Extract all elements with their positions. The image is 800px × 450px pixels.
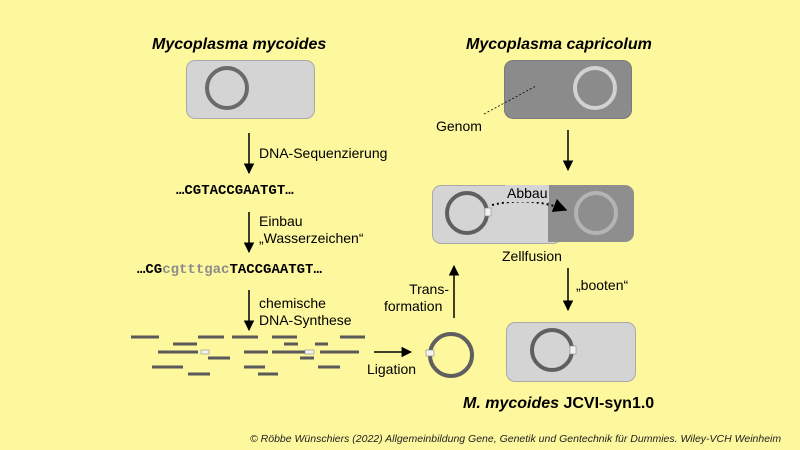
genome-label: Genom (436, 118, 482, 134)
genome-pointer-line (483, 85, 537, 115)
booting-label: „booten“ (576, 277, 629, 293)
transformation-label-line1: Trans- (409, 281, 449, 297)
mycoides-genome (205, 66, 249, 110)
watermark-label-line2: „Wasserzeichen“ (259, 230, 364, 246)
degradation-label: Abbau (505, 185, 550, 202)
seq-watermark: cgtttgac (162, 262, 230, 278)
watermark-label-line1: Einbau (259, 213, 303, 229)
ligation-label: Ligation (367, 361, 417, 377)
capricolum-genome (573, 66, 617, 110)
synthesis-label-line1: chemische (259, 295, 326, 311)
seq-prefix: …CG (137, 262, 163, 278)
mycoides-title: Mycoplasma mycoides (152, 36, 327, 53)
watermarked-sequence: …CGcgtttgacTACCGAATGT… (137, 262, 322, 278)
synthesis-label-line2: DNA-Synthese (259, 312, 352, 328)
original-sequence: …CGTACCGAATGT… (176, 183, 294, 199)
transformation-label-line2: formation (384, 298, 443, 314)
result-title-strain: JCVI-syn1.0 (559, 395, 655, 412)
result-title: M. mycoides JCVI-syn1.0 (463, 395, 654, 413)
seq-suffix: TACCGAATGT… (229, 262, 322, 278)
dna-fragments (131, 335, 365, 376)
fusion-degrading-genome (574, 191, 618, 235)
copyright-caption: © Röbbe Wünschiers (2022) Allgemeinbildu… (250, 433, 782, 445)
fusion-label: Zellfusion (502, 248, 562, 264)
sequencing-label: DNA-Sequenzierung (259, 145, 388, 161)
result-title-species: M. mycoides (463, 395, 560, 412)
capricolum-title: Mycoplasma capricolum (466, 36, 652, 53)
arrow-degradation (491, 198, 568, 212)
